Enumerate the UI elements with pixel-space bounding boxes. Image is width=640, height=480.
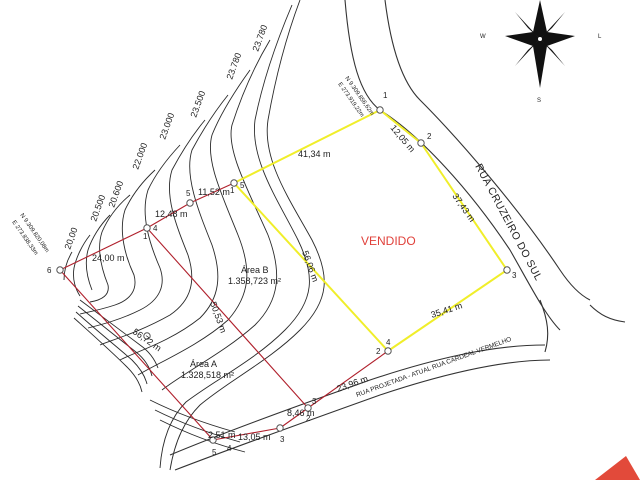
compass-east: L <box>598 34 602 40</box>
area-a-value: 1.328,518 m² <box>181 370 234 380</box>
vertex-number: 5 <box>212 448 217 457</box>
vertex-number: 2 <box>427 132 432 141</box>
compass-south: S <box>537 98 541 104</box>
boundary-6-1 <box>59 227 148 271</box>
street-label-main: RUA CRUZEIRO DO SUL <box>472 162 544 283</box>
vertex-number: 3 <box>280 435 285 444</box>
vertex-marker <box>143 224 151 232</box>
distance-label: 56,06 m <box>300 249 321 283</box>
vertex-number: 2 <box>376 347 381 356</box>
contour-label: 23.000 <box>157 111 176 140</box>
boundary-1-5 <box>146 202 191 229</box>
vertex-marker <box>503 266 511 274</box>
distance-labels: 12,05 m 41,34 m 37,43 m 35,41 m 56,06 m … <box>92 123 477 442</box>
contour-lines <box>63 0 325 471</box>
vertex-number: 3 <box>312 397 317 406</box>
vertex-number: 1 <box>143 232 148 241</box>
distance-label: 8,46 m <box>287 408 315 418</box>
vertex-marker <box>143 332 151 340</box>
street-label-projected: RUA PROJETADA - ATUAL RUA CARDEAL VERMEL… <box>355 336 512 399</box>
contour-label: 22.000 <box>130 141 149 170</box>
vertex-number: 3 <box>512 271 517 280</box>
boundary-3-3 <box>279 407 309 429</box>
yellow-boundaries <box>232 108 509 353</box>
vertex-number: 2 <box>306 414 311 423</box>
vertex-number: 4 <box>386 338 391 347</box>
vertex-marker <box>276 424 284 432</box>
distance-label: 12,48 m <box>155 209 188 219</box>
corner-decoration <box>595 456 640 480</box>
distance-label: 2,51 m <box>208 430 236 440</box>
distance-label: 24,00 m <box>92 253 125 263</box>
vertex-number: 4 <box>227 444 232 453</box>
boundary-2-2 <box>307 350 389 409</box>
contour-label: 23.500 <box>188 89 207 118</box>
vertex-marker <box>186 199 194 207</box>
boundary-4-2 <box>146 227 309 409</box>
area-a-name: Área A <box>190 359 217 369</box>
compass-rose-icon: W L S <box>480 0 602 104</box>
contour-label: 20.500 <box>88 193 107 222</box>
vertex-marker <box>230 179 238 187</box>
distance-label: 37,43 m <box>450 191 477 223</box>
vertex-number: 1 <box>230 186 235 195</box>
area-b-name: Área B <box>241 265 269 275</box>
contour-label: 20.600 <box>106 179 125 208</box>
vertex-marker <box>209 436 217 444</box>
vertex-marker <box>384 347 392 355</box>
vertex-number: 4 <box>153 224 158 233</box>
sold-lot-boundary <box>232 108 509 353</box>
distance-label: 41,34 m <box>298 149 331 159</box>
distance-label: 56,72 m <box>131 326 163 353</box>
distance-label: 35,41 m <box>430 300 464 320</box>
vertex-marker <box>376 106 384 114</box>
vertex-number: 5 <box>240 181 245 190</box>
compass-west: W <box>480 34 486 40</box>
boundary-5-5 <box>189 182 235 204</box>
roads <box>169 0 626 471</box>
vertex-marker <box>56 266 64 274</box>
sold-label: VENDIDO <box>361 234 416 248</box>
contour-label: 23.780 <box>224 51 243 80</box>
boundary-6-5 <box>59 269 214 441</box>
red-boundaries <box>59 182 389 441</box>
vertex-number: 5 <box>186 189 191 198</box>
area-labels: Área B 1.358,723 m² Área A 1.328,518 m² <box>181 265 281 380</box>
vertex-numbers: 1 2 3 4 2 5 1 5 1 4 6 3 2 3 5 4 <box>47 91 517 457</box>
distance-label: 13,05 m <box>238 432 271 442</box>
vertex-marker <box>417 139 425 147</box>
boundary-5-3 <box>212 427 281 441</box>
vertex-number: 1 <box>383 91 388 100</box>
vertex-number: 6 <box>47 266 52 275</box>
vertex-marker <box>304 404 312 412</box>
contour-label: 20,00 <box>62 226 79 251</box>
contour-label: 23.780 <box>250 23 269 52</box>
distance-label: 11,52 m <box>198 187 230 197</box>
vertex-markers <box>56 106 511 444</box>
area-b-value: 1.358,723 m² <box>228 276 281 286</box>
distance-label: 50,53 m <box>208 300 229 334</box>
